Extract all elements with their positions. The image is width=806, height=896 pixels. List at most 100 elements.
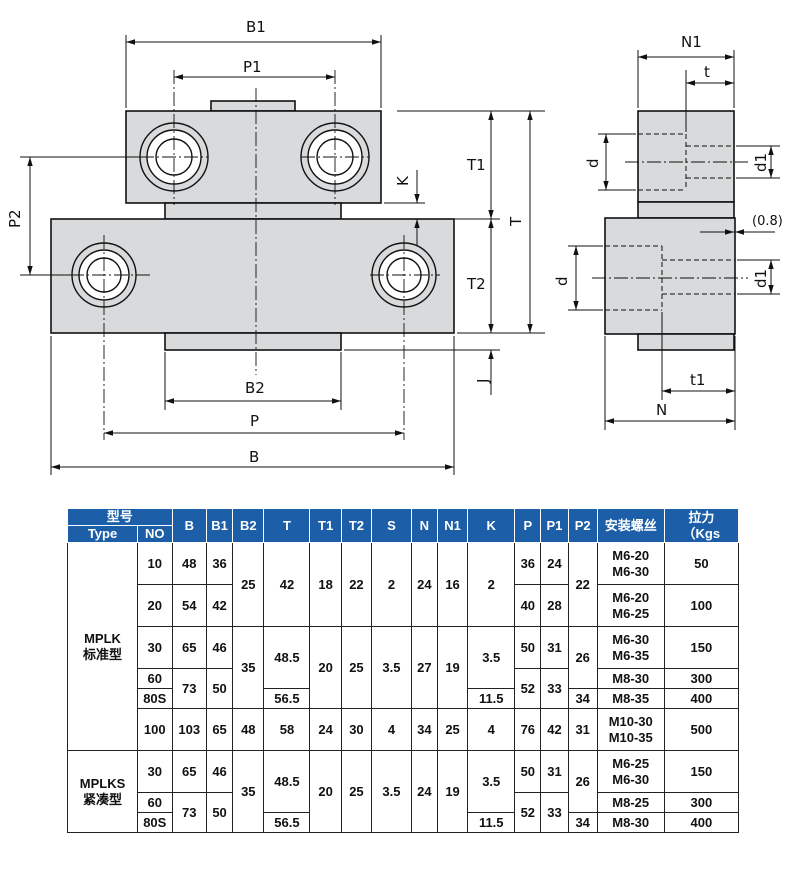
cell: M8-35 xyxy=(596,688,665,709)
label-d-upper: d xyxy=(584,158,602,168)
cell: 48 xyxy=(232,708,265,751)
label-B2: B2 xyxy=(245,379,265,397)
table-row: 80S 56.5 11.5 34 M8-30 400 xyxy=(68,812,740,833)
cell: 25 xyxy=(340,750,373,833)
cell: 2 xyxy=(371,542,412,627)
cell: 56.5 xyxy=(263,688,311,709)
label-T: T xyxy=(507,216,525,227)
cell: 60 xyxy=(137,792,173,813)
cell: 10 xyxy=(137,542,173,585)
cell: 30 xyxy=(340,708,373,751)
cell-screw: M10-30 M10-35 xyxy=(596,708,665,751)
header-N: N xyxy=(410,508,438,543)
header-type: Type xyxy=(66,525,139,543)
label-d1-upper: d1 xyxy=(752,153,770,172)
cell: 33 xyxy=(540,668,569,709)
label-P2: P2 xyxy=(6,209,24,228)
label-d-lower: d xyxy=(553,276,571,286)
cell: 80S xyxy=(137,812,173,833)
neck-block xyxy=(164,202,342,220)
cell: 30 xyxy=(137,750,173,793)
cell-screw: M6-20 M6-30 xyxy=(596,542,665,585)
cell: 65 xyxy=(205,708,234,751)
cell: M8-30 xyxy=(596,668,665,689)
header-screw: 安装螺丝 xyxy=(596,508,665,543)
cell: 48.5 xyxy=(263,750,311,813)
cell: M8-25 xyxy=(596,792,665,813)
cell: 50 xyxy=(514,626,542,669)
cell: 65 xyxy=(171,626,208,669)
header-B: B xyxy=(171,508,208,543)
header-P: P xyxy=(514,508,542,543)
side-bottom-tab xyxy=(637,333,735,351)
front-view: B1 P1 P2 T1 T T2 K J B2 xyxy=(6,18,545,475)
label-B1: B1 xyxy=(246,18,266,36)
cell: 54 xyxy=(171,584,208,627)
cell: 25 xyxy=(436,708,469,751)
cell: 19 xyxy=(436,750,469,833)
screw: M6-25 xyxy=(612,605,650,621)
header-no: NO xyxy=(137,525,173,543)
top-tab xyxy=(210,100,296,112)
cell: 18 xyxy=(309,542,342,627)
cell: 2 xyxy=(467,542,516,627)
table-row: 60 73 50 52 33 M8-25 300 xyxy=(68,792,740,833)
series-mplks-name: MPLKS xyxy=(79,775,126,791)
cell: 50 xyxy=(514,750,542,793)
label-P1: P1 xyxy=(243,58,262,76)
header-T1: T1 xyxy=(309,508,342,543)
cell: 20 xyxy=(309,750,342,833)
screw: M6-20 xyxy=(612,589,650,605)
cell: 34 xyxy=(567,812,598,833)
series-mplk-name: MPLK xyxy=(84,630,121,646)
cell: 80S xyxy=(137,688,173,709)
screw: M6-20 xyxy=(612,547,650,563)
label-P: P xyxy=(250,412,259,430)
cell: 48.5 xyxy=(263,626,311,689)
cell-screw: M6-20 M6-25 xyxy=(596,584,665,627)
cell: 58 xyxy=(263,708,311,751)
label-N: N xyxy=(656,401,667,419)
label-J: J xyxy=(474,379,492,384)
cell: 24 xyxy=(410,542,438,627)
cell: 34 xyxy=(410,708,438,751)
bottom-tab xyxy=(164,332,342,351)
label-gap: (0.8) xyxy=(752,214,783,229)
cell: 42 xyxy=(540,708,569,751)
cell: 26 xyxy=(567,750,598,813)
table-row: MPLKS 紧凑型 30 65 46 35 48.5 20 25 3.5 24 … xyxy=(66,750,740,833)
header-B1: B1 xyxy=(205,508,234,543)
cell: 46 xyxy=(205,750,234,793)
screw: M6-30 xyxy=(612,563,650,579)
cell: 400 xyxy=(663,812,740,833)
cell: 24 xyxy=(540,542,569,585)
cell: 11.5 xyxy=(467,688,516,709)
table-row: 20 54 42 40 28 M6-20 M6-25 100 xyxy=(68,584,740,627)
cell: 73 xyxy=(171,792,208,833)
cell: 25 xyxy=(340,626,373,709)
header-model: 型号 xyxy=(67,508,173,526)
header-pull: 拉力 （Kgs xyxy=(663,508,740,543)
cell: 52 xyxy=(514,792,542,833)
table-row: 80S 56.5 11.5 34 M8-35 400 xyxy=(68,688,740,709)
label-t: t xyxy=(704,63,710,81)
side-lower-block xyxy=(604,217,736,335)
label-T2: T2 xyxy=(466,275,486,293)
cell: 19 xyxy=(436,626,469,709)
side-neck xyxy=(637,201,735,219)
screw: M10-30 xyxy=(608,713,653,729)
cell: 34 xyxy=(567,688,598,709)
screw: M10-35 xyxy=(608,729,653,745)
cell: 4 xyxy=(371,708,412,751)
table-row: MPLK 标准型 10 48 36 25 42 18 22 2 24 16 2 … xyxy=(66,542,740,751)
cell: 3.5 xyxy=(371,626,412,709)
table-row: 100 103 65 48 58 24 30 4 34 25 4 76 42 3… xyxy=(68,708,740,751)
header-S: S xyxy=(371,508,412,543)
technical-drawing: B1 P1 P2 T1 T T2 K J B2 xyxy=(6,18,783,475)
cell: 76 xyxy=(514,708,542,751)
cell: 31 xyxy=(540,750,569,793)
screw: M6-30 xyxy=(612,631,650,647)
cell: 30 xyxy=(137,626,173,669)
side-view: N1 t d d1 (0.8) d d1 t1 xyxy=(553,33,783,430)
header-pull-unit: （Kgs xyxy=(682,525,721,541)
